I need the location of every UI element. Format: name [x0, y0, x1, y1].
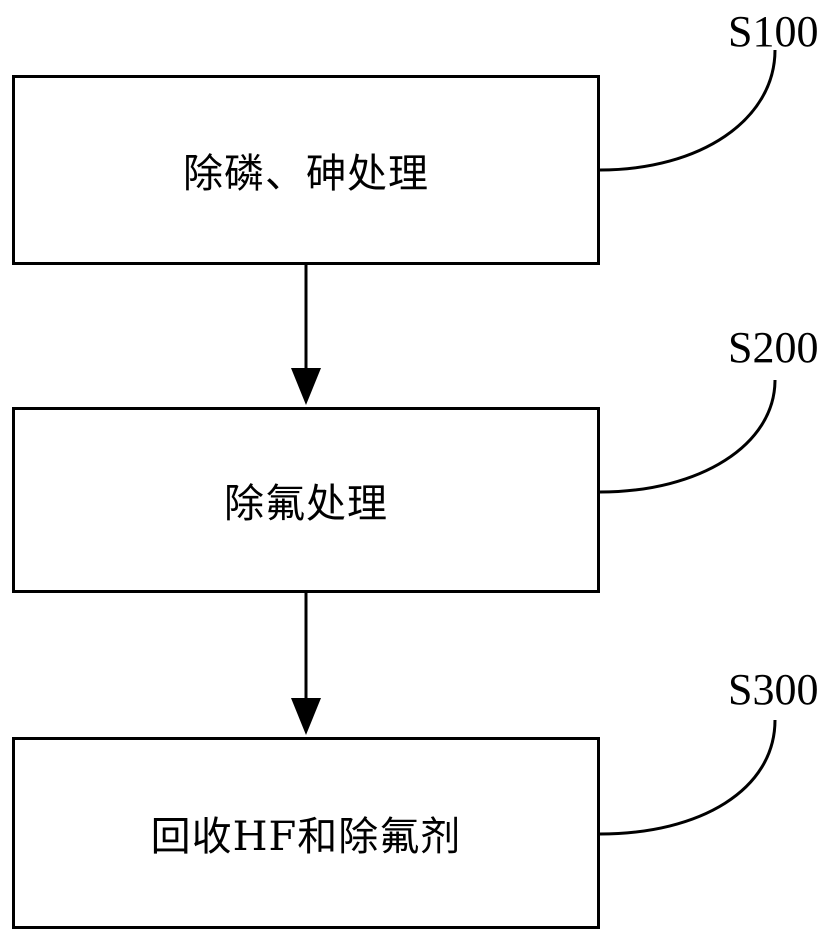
step-box-s300: 回收HF和除氟剂: [12, 737, 600, 929]
step-label-s200: S200: [728, 323, 819, 372]
step-box-s100: 除磷、砷处理: [12, 75, 600, 265]
leader-line-s300: [599, 719, 777, 836]
step-text-s200: 除氟处理: [224, 481, 388, 527]
leader-line-s100: [599, 49, 777, 172]
step-text-s300: 回收HF和除氟剂: [150, 814, 462, 860]
arrow-s200-to-s300: [291, 593, 321, 735]
arrow-s100-to-s200: [291, 265, 321, 405]
step-label-s100: S100: [728, 7, 819, 56]
step-label-s300: S300: [728, 665, 819, 714]
step-text-s100: 除磷、砷处理: [183, 151, 429, 197]
step-box-s200: 除氟处理: [12, 407, 600, 593]
leader-line-s200: [599, 379, 777, 494]
